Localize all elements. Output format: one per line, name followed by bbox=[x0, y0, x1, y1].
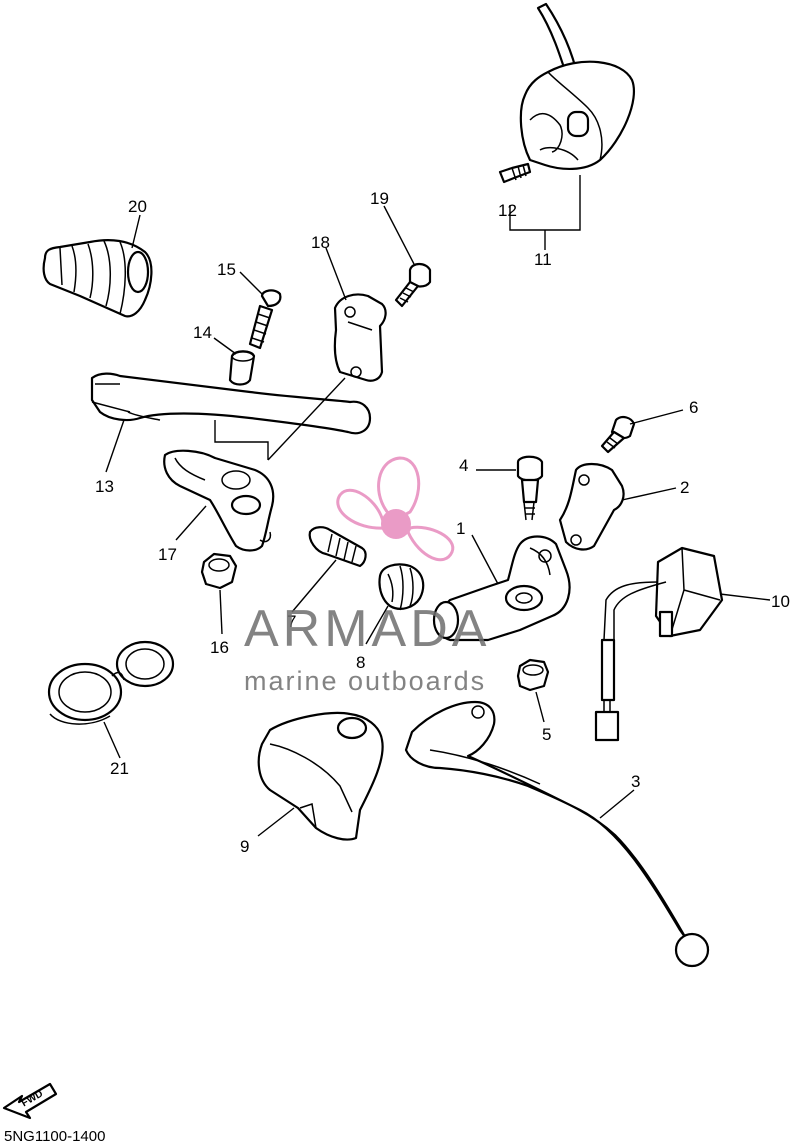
callout-18: 18 bbox=[311, 233, 330, 252]
callout-21: 21 bbox=[110, 759, 129, 778]
callout-17: 17 bbox=[158, 545, 177, 564]
callout-9: 9 bbox=[240, 837, 249, 856]
armada-watermark: ARMADA marine outboards bbox=[244, 456, 490, 696]
part-21-ring-holder bbox=[47, 640, 175, 725]
callout-11: 11 bbox=[534, 250, 552, 269]
callout-20: 20 bbox=[128, 197, 147, 216]
part-19-bolt bbox=[394, 262, 432, 308]
callout-15: 15 bbox=[217, 260, 236, 279]
part-13-clutch-lever bbox=[90, 372, 372, 435]
watermark-tagline: marine outboards bbox=[244, 666, 486, 696]
callout-7: 7 bbox=[287, 612, 296, 631]
part-17-lever-holder bbox=[163, 449, 275, 552]
callout-4: 4 bbox=[459, 456, 468, 475]
part-9-lever-cover bbox=[257, 711, 384, 841]
part-8-locknut bbox=[378, 563, 425, 611]
callout-labels: 1 2 3 4 5 6 7 8 9 10 11 12 13 14 15 16 1… bbox=[95, 189, 790, 856]
part-7-adjuster-bolt bbox=[308, 526, 367, 568]
part-6-bolt bbox=[600, 415, 636, 454]
propeller-logo-icon bbox=[336, 456, 455, 562]
part-12-screw bbox=[498, 162, 532, 184]
callout-5: 5 bbox=[542, 725, 551, 744]
part-2-master-cylinder-clamp bbox=[558, 462, 625, 551]
part-4-pivot-bolt bbox=[516, 455, 544, 521]
fwd-arrow-icon: FWD bbox=[2, 1082, 58, 1120]
callout-13: 13 bbox=[95, 477, 114, 496]
callout-16: 16 bbox=[210, 638, 229, 657]
part-20-rubber-boot bbox=[42, 239, 153, 318]
part-3-brake-lever bbox=[404, 700, 710, 968]
watermark-brand: ARMADA bbox=[244, 600, 490, 658]
callout-10: 10 bbox=[771, 592, 790, 611]
callout-1: 1 bbox=[456, 519, 465, 538]
part-15-screw bbox=[248, 289, 282, 350]
callout-8: 8 bbox=[356, 653, 365, 672]
callout-2: 2 bbox=[680, 478, 689, 497]
diagram-code: 5NG1100-1400 bbox=[4, 1128, 106, 1145]
part-10-brake-switch bbox=[594, 546, 724, 742]
callout-3: 3 bbox=[631, 772, 640, 791]
part-16-nut bbox=[200, 552, 238, 590]
part-5-nut bbox=[516, 658, 550, 692]
part-11-handlebar-switch bbox=[519, 2, 635, 170]
part-1-master-cylinder bbox=[432, 535, 571, 642]
callout-6: 6 bbox=[689, 398, 698, 417]
callout-19: 19 bbox=[370, 189, 389, 208]
part-18-lever-clamp bbox=[333, 293, 387, 382]
callout-12: 12 bbox=[498, 201, 517, 220]
callout-14: 14 bbox=[193, 323, 212, 342]
part-14-collar bbox=[228, 350, 256, 386]
